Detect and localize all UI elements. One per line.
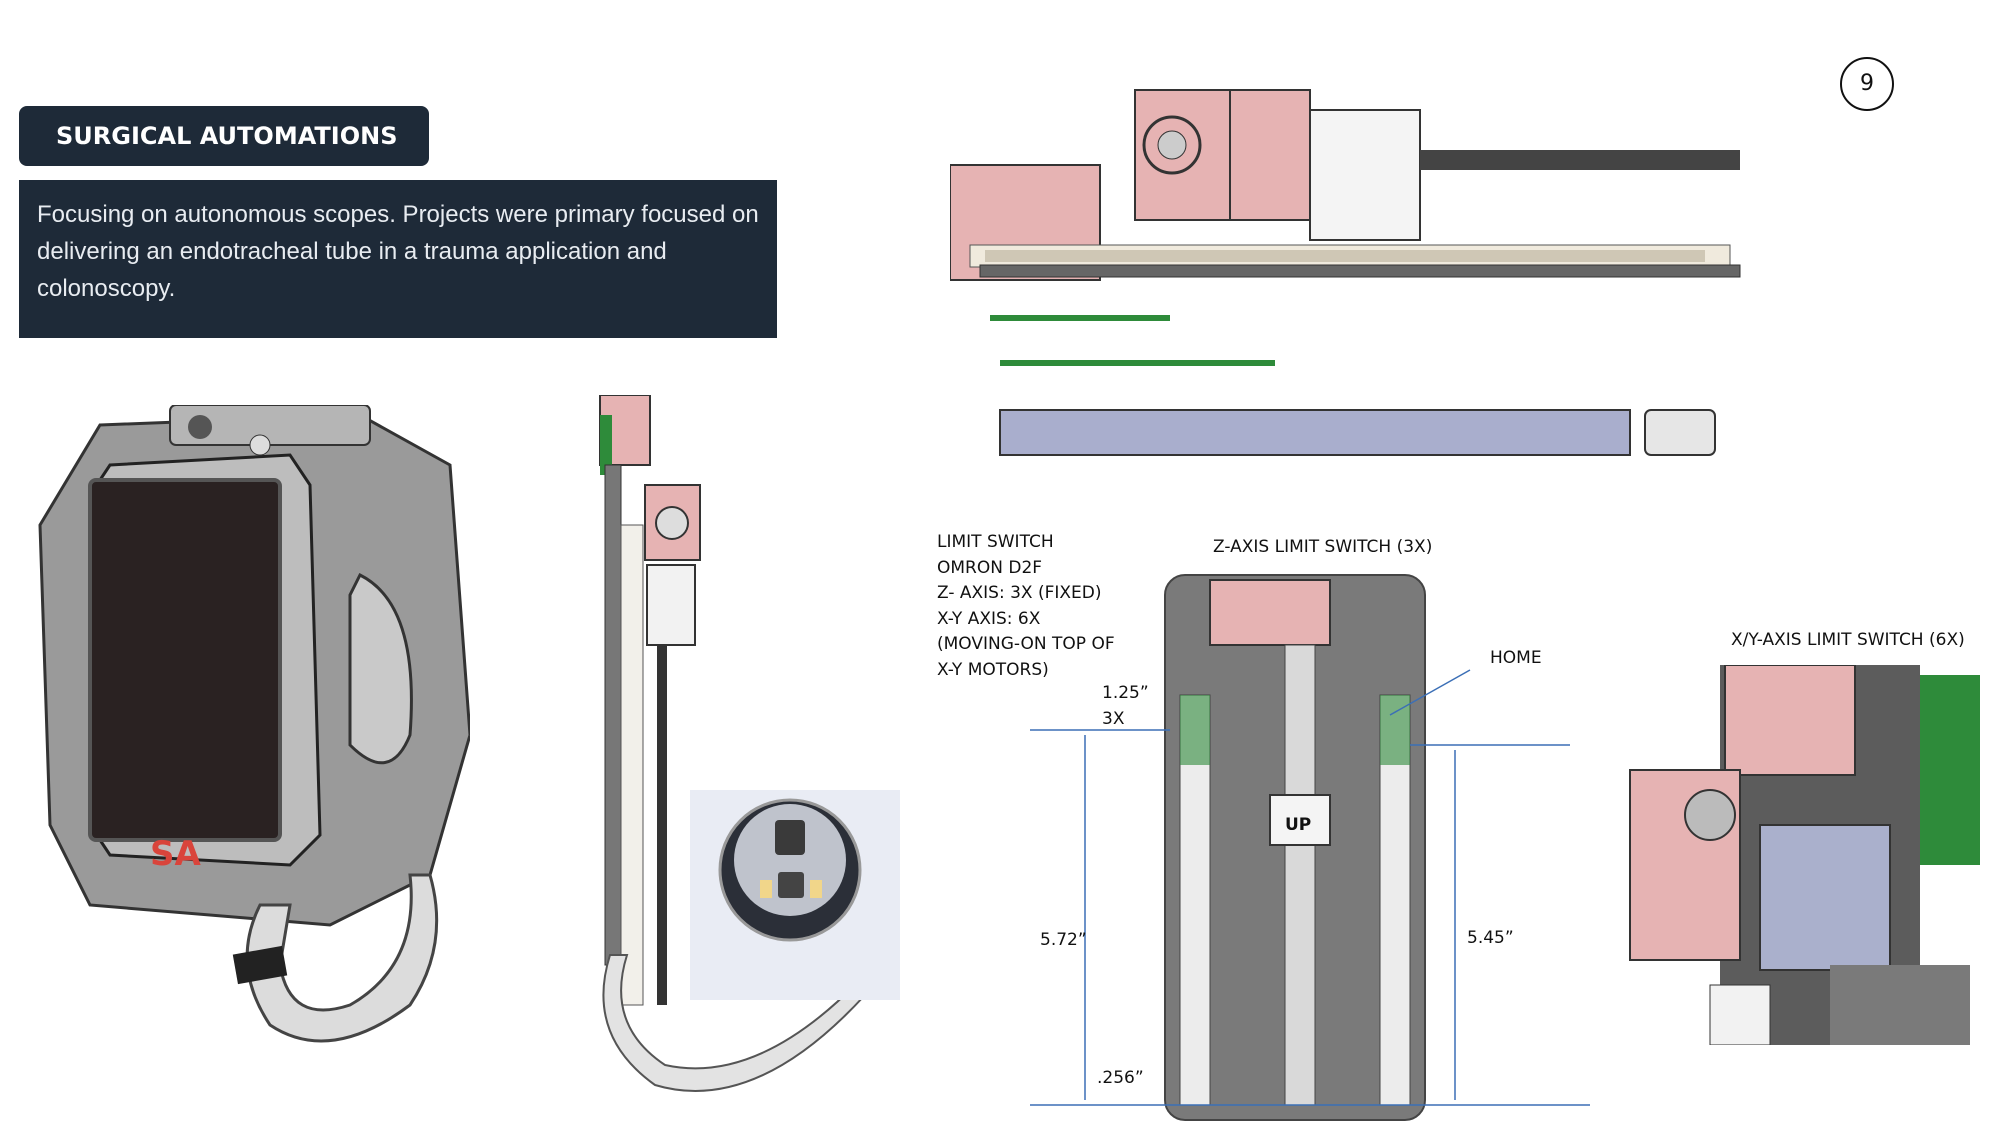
dimension-right: 5.45”: [1467, 928, 1514, 948]
spec-line: X-Y AXIS: 6X: [937, 608, 1041, 629]
motor-stage-drawing: [950, 89, 1741, 456]
dimension-left: 5.72”: [1040, 930, 1087, 950]
description-panel: Focusing on autonomous scopes. Projects …: [19, 180, 777, 338]
page-number-badge: 9: [1840, 57, 1894, 111]
spec-line: (MOVING-ON TOP OF: [937, 634, 1115, 654]
xy-axis-label: X/Y-AXIS LIMIT SWITCH (6X): [1731, 630, 1965, 650]
dimension-top: 1.25”: [1102, 683, 1149, 703]
z-axis-plate-drawing: [1030, 574, 1590, 1121]
spec-line: LIMIT SWITCH: [937, 532, 1054, 552]
home-label: HOME: [1490, 648, 1542, 668]
sa-logo: SA: [150, 834, 201, 874]
spec-line: X-Y MOTORS): [937, 659, 1049, 680]
dimension-top-count: 3X: [1102, 709, 1125, 729]
scope-tip-inset: [690, 790, 900, 1000]
spec-line: Z- AXIS: 3X (FIXED): [937, 583, 1102, 603]
dimension-bottom: .256”: [1097, 1068, 1144, 1088]
spec-line: OMRON D2F: [937, 557, 1043, 578]
handheld-scope-render: SA: [38, 405, 470, 1043]
xy-limit-switch-closeup: [1629, 665, 1980, 1045]
limit-switch-spec: LIMIT SWITCH OMRON D2F Z- AXIS: 3X (FIXE…: [937, 530, 1115, 683]
scope-side-view: [599, 395, 867, 1092]
section-title: SURGICAL AUTOMATIONS: [19, 106, 429, 166]
z-axis-label: Z-AXIS LIMIT SWITCH (3X): [1213, 537, 1433, 557]
up-marker: UP: [1285, 815, 1312, 835]
